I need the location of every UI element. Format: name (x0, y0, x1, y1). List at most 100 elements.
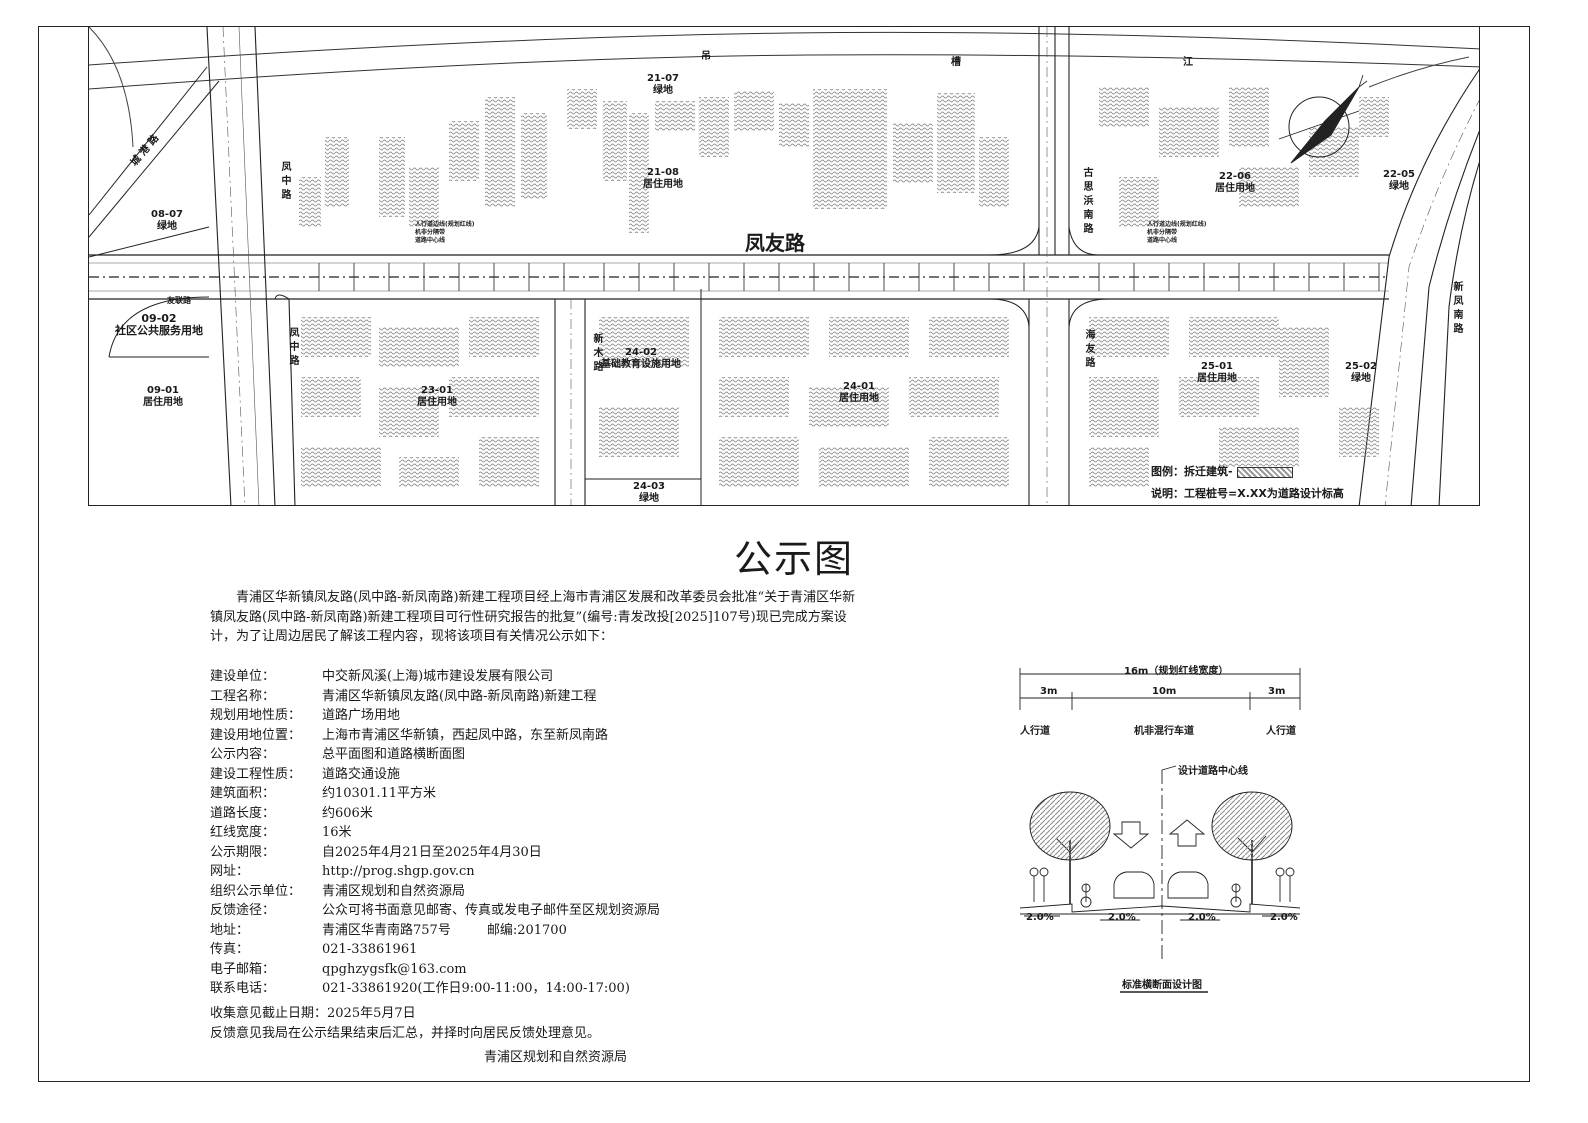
road-note-right: 人行道边线(规划红线) 机非分隔带 道路中心线 (1147, 221, 1207, 245)
right-lane-label: 人行道 (1266, 726, 1296, 737)
total-width-label: 16m（规划红线宽度） (1124, 666, 1229, 677)
road-note-left-2: 机非分隔带 (415, 229, 446, 236)
road-note-right-3: 道路中心线 (1147, 237, 1178, 244)
info-value: 021-33861920(工作日9:00-11:00，14:00-17:00) (322, 981, 630, 996)
info-row-land-use: 规划用地性质：道路广场用地 (210, 706, 870, 726)
parcel-code: 08-07 (151, 209, 183, 220)
info-key: 联系电话： (210, 981, 276, 996)
parcel-code: 25-01 (1201, 361, 1233, 372)
slope-1: 2.0% (1026, 912, 1054, 923)
demolition-swatch-icon (1236, 466, 1293, 478)
parcel-use: 绿地 (652, 85, 673, 96)
parcel-code: 25-02 (1345, 361, 1377, 372)
info-value: 约606米 (322, 805, 373, 821)
river-char-2: 槽 (951, 57, 961, 68)
cross-section: 16m（规划红线宽度） 3m 10m 3m 人行道 机非混行车道 人行道 设计道… (1000, 640, 1340, 1000)
parcel-use: 基础教育设施用地 (601, 359, 681, 370)
info-row-area: 建筑面积： 约10301.11平方米 (210, 784, 870, 804)
info-key: 反馈途径： (210, 903, 276, 918)
signer: 青浦区规划和自然资源局 (484, 1050, 628, 1065)
info-row-content: 公示内容：总平面图和道路横断面图 (210, 745, 870, 765)
info-row-address: 地址：青浦区华青南路757号邮编:201700 (210, 921, 870, 941)
parcel-code: 22-06 (1219, 171, 1251, 182)
parcel-code: 09-01 (147, 385, 179, 396)
info-row-website: 网址：http://prog.shgp.gov.cn (210, 862, 870, 882)
info-value: 青浦区华新镇凤友路(凤中路-新凤南路)新建工程 (322, 688, 597, 704)
parcel-code: 21-07 (647, 73, 679, 84)
info-value: 道路交通设施 (322, 766, 401, 782)
info-row-phone: 联系电话： 021-33861920(工作日9:00-11:00，14:00-17… (210, 979, 870, 999)
road-note-right-2: 机非分隔带 (1147, 229, 1178, 236)
road-label-youlian: 友联路 (167, 296, 191, 305)
info-value: 中交新风溪(上海)城市建设发展有限公司 (322, 669, 554, 684)
closing-block: 收集意见截止日期：2025年5月7日 反馈意见我局在公示结果结束后汇总，并择时向… (210, 1004, 600, 1043)
parcel-code: 24-03 (633, 481, 665, 492)
info-key: 道路长度： (210, 805, 276, 821)
parcel-use: 居住用地 (1215, 183, 1255, 194)
parcel-code: 24-01 (843, 381, 875, 392)
main-road-name: 凤友路 (745, 231, 805, 255)
info-key: 建设工程性质： (210, 766, 302, 782)
info-row-width: 红线宽度： 16米 (210, 823, 870, 843)
parcel-use: 绿地 (1388, 181, 1409, 192)
parcel-code: 23-01 (421, 385, 453, 396)
info-key: 工程名称： (210, 688, 276, 704)
info-row-project: 工程名称： 青浦区华新镇凤友路(凤中路-新凤南路)新建工程 (210, 687, 870, 707)
slope-2: 2.0% (1108, 912, 1136, 923)
parcel-use: 居住用地 (643, 179, 683, 190)
website-link[interactable]: http://prog.shgp.gov.cn (322, 864, 475, 879)
closing-text: 反馈意见我局在公示结果结束后汇总，并择时向居民反馈处理意见。 (210, 1025, 601, 1041)
info-key: 建设用地位置： (210, 727, 302, 743)
centerline-label: 设计道路中心线 (1178, 766, 1248, 777)
road-note-left: 人行道边线(规划红线) 机非分隔带 道路中心线 (415, 221, 475, 245)
info-value: 公众可将书面意见邮寄、传真或发电子邮件至区规划资源局 (322, 903, 661, 918)
cross-section-caption: 标准横断面设计图 (1122, 980, 1202, 991)
road-label-fengzhong-south: 凤中路 (287, 327, 298, 369)
plan-legend: 图例：拆迁建筑- (1151, 463, 1293, 479)
info-value: 021-33861961 (322, 942, 418, 957)
left-width-label: 3m (1040, 686, 1058, 697)
info-row-nature: 建设工程性质： 道路交通设施 (210, 765, 870, 785)
info-row-location: 建设用地位置： 上海市青浦区华新镇，西起凤中路，东至新凤南路 (210, 726, 870, 746)
slope-4: 2.0% (1270, 912, 1298, 923)
parcel-use: 居住用地 (839, 393, 879, 404)
email-link[interactable]: qpghzygsfk@163.com (322, 961, 467, 977)
river-char-1: 吊 (701, 51, 711, 62)
info-key: 传真： (210, 942, 250, 957)
info-value: 上海市青浦区华新镇，西起凤中路，东至新凤南路 (322, 727, 609, 743)
info-value: 道路广场用地 (322, 708, 401, 723)
parcel-code: 09-02 (141, 312, 177, 325)
left-lane-label: 人行道 (1020, 726, 1050, 737)
info-key: 建筑面积： (210, 786, 276, 801)
legend-label: 图例：拆迁建筑- (1151, 465, 1233, 478)
plan-note: 说明：工程桩号=X.XX为道路设计标高 (1151, 487, 1344, 500)
info-row-email: 电子邮箱： qpghzygsfk@163.com (210, 960, 870, 980)
parcel-use: 居住用地 (417, 397, 457, 408)
middle-width-label: 10m (1152, 686, 1177, 697)
parcel-code: 22-05 (1383, 169, 1415, 180)
road-note-right-1: 人行道边线(规划红线) (1147, 221, 1207, 228)
parcel-use: 绿地 (156, 221, 177, 232)
intro-paragraph: 青浦区华新镇凤友路(凤中路-新凤南路)新建工程项目经上海市青浦区发展和改革委员会… (210, 590, 856, 644)
info-value: 16米 (322, 825, 352, 840)
info-row-organizer: 组织公示单位：青浦区规划和自然资源局 (210, 882, 870, 902)
parcel-use: 绿地 (1350, 373, 1371, 384)
info-row-length: 道路长度： 约606米 (210, 804, 870, 824)
info-value: 约10301.11平方米 (322, 786, 437, 801)
parcel-use: 绿地 (638, 493, 659, 504)
road-note-left-3: 道路中心线 (415, 237, 446, 244)
info-key: 地址： (210, 922, 250, 938)
info-key: 电子邮箱： (210, 961, 276, 977)
info-key: 组织公示单位： (210, 883, 302, 899)
info-key: 红线宽度： (210, 825, 276, 840)
